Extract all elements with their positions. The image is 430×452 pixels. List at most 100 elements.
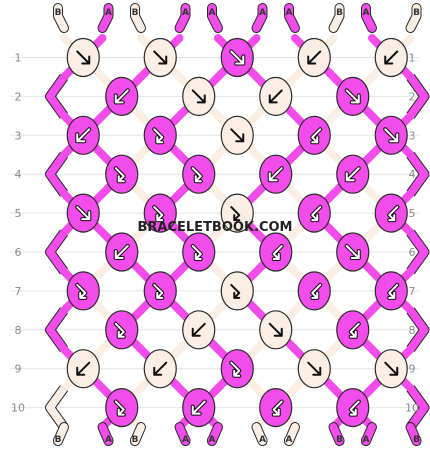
strand-label-top: B — [413, 8, 420, 18]
row-number-right: 2 — [409, 90, 416, 103]
arrow-left-right-icon — [311, 206, 322, 222]
strand-top-stub — [208, 4, 222, 32]
knot — [259, 76, 293, 117]
arrow-right-left-icon — [230, 206, 241, 222]
strand-label-bottom: B — [336, 435, 343, 445]
arrow-right-left-icon — [191, 167, 202, 183]
knot — [374, 271, 408, 311]
arrow-down-left-icon — [384, 50, 399, 65]
arrow-right-left-icon — [230, 361, 241, 377]
knot — [297, 349, 331, 389]
strand-bottom-stub — [98, 423, 113, 446]
strand-label-bottom: A — [363, 435, 370, 445]
row-number-right: 6 — [409, 246, 416, 259]
knot — [374, 193, 408, 233]
knot — [259, 388, 293, 428]
row-number-right: 3 — [409, 129, 416, 142]
arrow-down-left-icon — [307, 50, 322, 65]
strand-top-stub — [54, 4, 68, 32]
edge-strand — [46, 308, 68, 352]
knot — [220, 349, 254, 389]
arrow-down-right-icon — [191, 89, 206, 104]
arrow-down-right-icon — [384, 361, 399, 376]
strand-top-stub — [98, 4, 113, 32]
knot — [336, 76, 370, 117]
edge-strand — [407, 152, 429, 196]
arrow-down-left-icon — [268, 167, 283, 182]
arrow-down-left-icon — [76, 361, 91, 376]
knot — [105, 154, 139, 194]
strand-top-stub — [175, 4, 190, 32]
edge-strand — [407, 230, 429, 274]
row-number-left: 7 — [15, 285, 22, 298]
strand-label-bottom: B — [132, 435, 139, 445]
row-number-right: 1 — [409, 52, 416, 65]
strand-label-top: A — [286, 8, 293, 18]
arrow-down-right-icon — [76, 50, 91, 65]
edge-strand — [407, 385, 429, 430]
arrow-right-left-icon — [76, 283, 87, 299]
knot — [143, 115, 177, 155]
knot — [182, 310, 216, 350]
arrow-down-right-icon — [307, 361, 322, 376]
strand-label-bottom: A — [105, 435, 112, 445]
strand-top-stub — [252, 4, 267, 32]
strand-bottom-stub — [285, 423, 299, 446]
edge-strand — [407, 74, 429, 119]
arrow-right-left-icon — [153, 206, 164, 222]
row-number-right: 10 — [405, 402, 419, 415]
strand-top-stub — [362, 4, 376, 32]
arrow-down-right-icon — [345, 89, 360, 104]
knot — [66, 349, 100, 389]
arrow-left-right-icon — [388, 283, 399, 299]
strand-bottom-stub — [329, 423, 344, 446]
strand-label-top: A — [105, 8, 112, 18]
knot — [66, 271, 100, 311]
edge-strand — [46, 385, 68, 430]
arrow-down-left-icon — [191, 400, 206, 415]
knot — [297, 271, 331, 311]
strand-label-bottom: A — [209, 435, 216, 445]
row-number-left: 9 — [15, 363, 22, 376]
row-number-left: 8 — [15, 324, 22, 337]
row-number-right: 5 — [409, 207, 416, 220]
strand-label-top: B — [55, 8, 62, 18]
edge-strand — [46, 230, 68, 274]
strand-top-stub — [406, 4, 421, 32]
strand-bottom-stub — [175, 423, 190, 446]
strand-label-bottom: B — [413, 435, 420, 445]
row-number-right: 4 — [409, 168, 416, 181]
arrow-right-left-icon — [114, 400, 125, 416]
arrow-left-right-icon — [311, 283, 322, 299]
arrow-left-right-icon — [311, 128, 322, 144]
arrow-down-left-icon — [76, 128, 91, 143]
row-number-left: 2 — [15, 90, 22, 103]
knot — [182, 76, 216, 117]
strand-label-bottom: A — [182, 435, 189, 445]
arrow-left-right-icon — [272, 400, 283, 416]
row-number-left: 4 — [15, 168, 22, 181]
knot — [336, 388, 370, 428]
strand-label-top: A — [259, 8, 266, 18]
strand-label-bottom: B — [55, 435, 62, 445]
arrow-down-left-icon — [191, 322, 206, 337]
strand-bottom-stub — [208, 423, 222, 446]
knot — [105, 76, 139, 117]
arrow-down-right-icon — [345, 245, 360, 259]
row-number-right: 7 — [409, 285, 416, 298]
knot — [297, 193, 331, 233]
knot — [105, 388, 139, 428]
knot — [143, 37, 177, 78]
knot — [374, 115, 408, 155]
row-number-left: 1 — [15, 52, 22, 65]
strand-bottom-stub — [362, 423, 376, 446]
knot — [105, 310, 139, 350]
arrow-right-left-icon — [191, 245, 202, 260]
strand-top-stub — [131, 4, 145, 32]
arrow-down-left-icon — [345, 167, 360, 182]
strand-label-top: A — [363, 8, 370, 18]
arrow-right-left-icon — [114, 167, 125, 183]
